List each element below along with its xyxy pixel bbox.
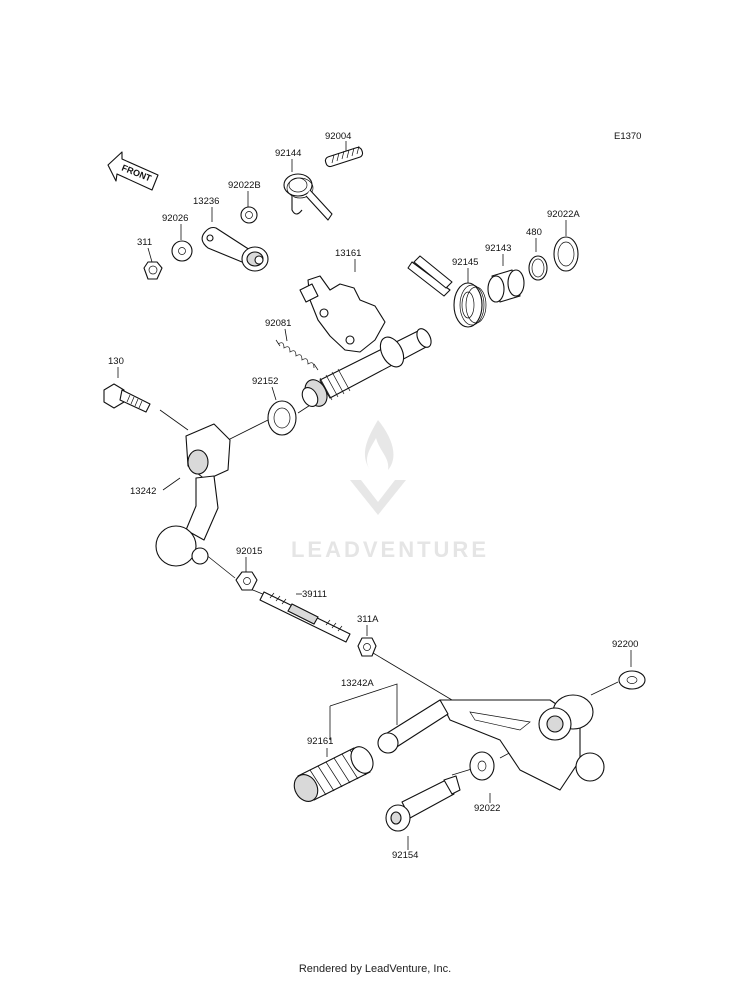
footer-credit: Rendered by LeadVenture, Inc.: [298, 963, 452, 975]
part-92022-washer-icon: [469, 751, 495, 781]
label-92144: 92144: [275, 148, 301, 159]
part-92200-washer-icon: [618, 670, 646, 690]
part-13161-shift-shaft-icon: [299, 275, 432, 407]
part-311A-nut-icon: [357, 637, 377, 657]
part-92145-spring-icon: [407, 255, 487, 328]
label-92026: 92026: [162, 213, 188, 224]
part-92004-spring-icon: [324, 145, 364, 168]
watermark-text: LEADVENTURE: [291, 537, 489, 562]
label-39111: 39111: [302, 589, 327, 600]
part-13236-arm-icon: [201, 226, 269, 272]
label-92145: 92145: [452, 257, 478, 268]
label-92200: 92200: [612, 639, 638, 650]
label-311A: 311A: [357, 614, 379, 625]
label-13242A: 13242A: [341, 678, 374, 689]
part-92144-torsion-spring-icon: [283, 173, 333, 221]
label-13242: 13242: [130, 486, 156, 497]
label-92015: 92015: [236, 546, 262, 557]
part-92154-bolt-icon: [385, 775, 461, 832]
front-arrow-icon: FRONT: [107, 151, 159, 191]
part-92152-washer-icon: [267, 400, 297, 436]
part-92026-washer-icon: [171, 240, 193, 262]
part-92015-nut-icon: [235, 571, 258, 591]
label-92143: 92143: [485, 243, 511, 254]
part-13242A-pedal-icon: [377, 694, 605, 791]
diagram-code: E1370: [614, 131, 641, 142]
part-92022B-washer-icon: [240, 206, 258, 224]
label-92004: 92004: [325, 131, 351, 142]
label-92081: 92081: [265, 318, 291, 329]
part-311-nut-icon: [143, 261, 163, 280]
label-92022A: 92022A: [547, 209, 580, 220]
part-92081-spring-icon: [275, 339, 319, 371]
part-39111-rod-icon: [259, 591, 351, 643]
part-92143-collar-icon: [487, 269, 525, 303]
label-480: 480: [526, 227, 542, 238]
label-92152: 92152: [252, 376, 278, 387]
part-13242-shift-lever-icon: [155, 423, 231, 567]
part-480-circlip-icon: [528, 255, 548, 281]
label-92022: 92022: [474, 803, 500, 814]
label-130: 130: [108, 356, 124, 367]
watermark-logo-icon: [350, 420, 406, 515]
label-92161: 92161: [307, 736, 333, 747]
label-92154: 92154: [392, 850, 418, 861]
part-92161-rubber-icon: [293, 746, 374, 802]
part-130-bolt-icon: [103, 383, 151, 413]
label-92022B: 92022B: [228, 180, 261, 191]
part-92022A-washer-icon: [553, 236, 579, 272]
label-311: 311: [137, 237, 152, 248]
label-13161: 13161: [335, 248, 361, 259]
label-13236: 13236: [193, 196, 219, 207]
